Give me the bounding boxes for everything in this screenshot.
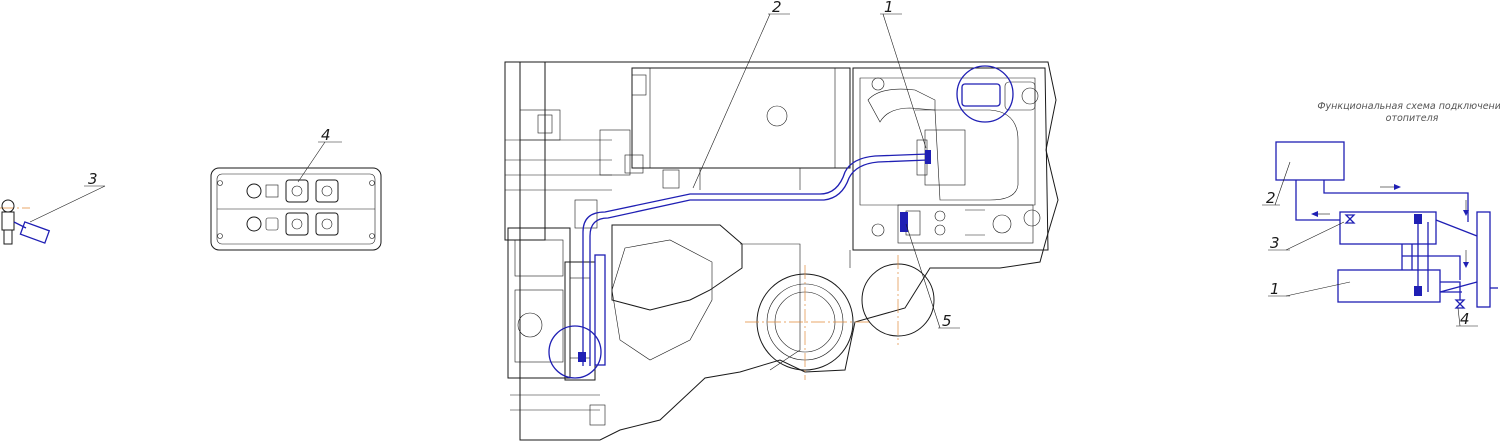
callout-1: 1 xyxy=(884,0,894,16)
schematic-caption-line2: отопителя xyxy=(1386,113,1439,124)
functional-schematic: Функциональная схема подключения отопите… xyxy=(1262,101,1500,327)
schematic-right-element xyxy=(1476,211,1491,308)
schematic-block-3 xyxy=(1339,211,1437,245)
callout-4: 4 xyxy=(321,126,331,144)
valve-detail-view: 3 xyxy=(0,170,106,245)
schematic-caption-line1: Функциональная схема подключения xyxy=(1317,101,1500,112)
callout-5: 5 xyxy=(942,312,952,330)
callout-3: 3 xyxy=(88,170,98,188)
schematic-block-1 xyxy=(1337,269,1441,303)
control-panel-view: 4 xyxy=(210,126,382,251)
schematic-block-2 xyxy=(1275,141,1345,181)
schematic-label-3: 3 xyxy=(1270,234,1280,252)
callout-2: 2 xyxy=(772,0,782,16)
schematic-label-1: 1 xyxy=(1270,280,1280,298)
schematic-label-2: 2 xyxy=(1266,189,1276,207)
schematic-label-4: 4 xyxy=(1460,310,1470,328)
main-assembly-view xyxy=(504,13,1059,441)
